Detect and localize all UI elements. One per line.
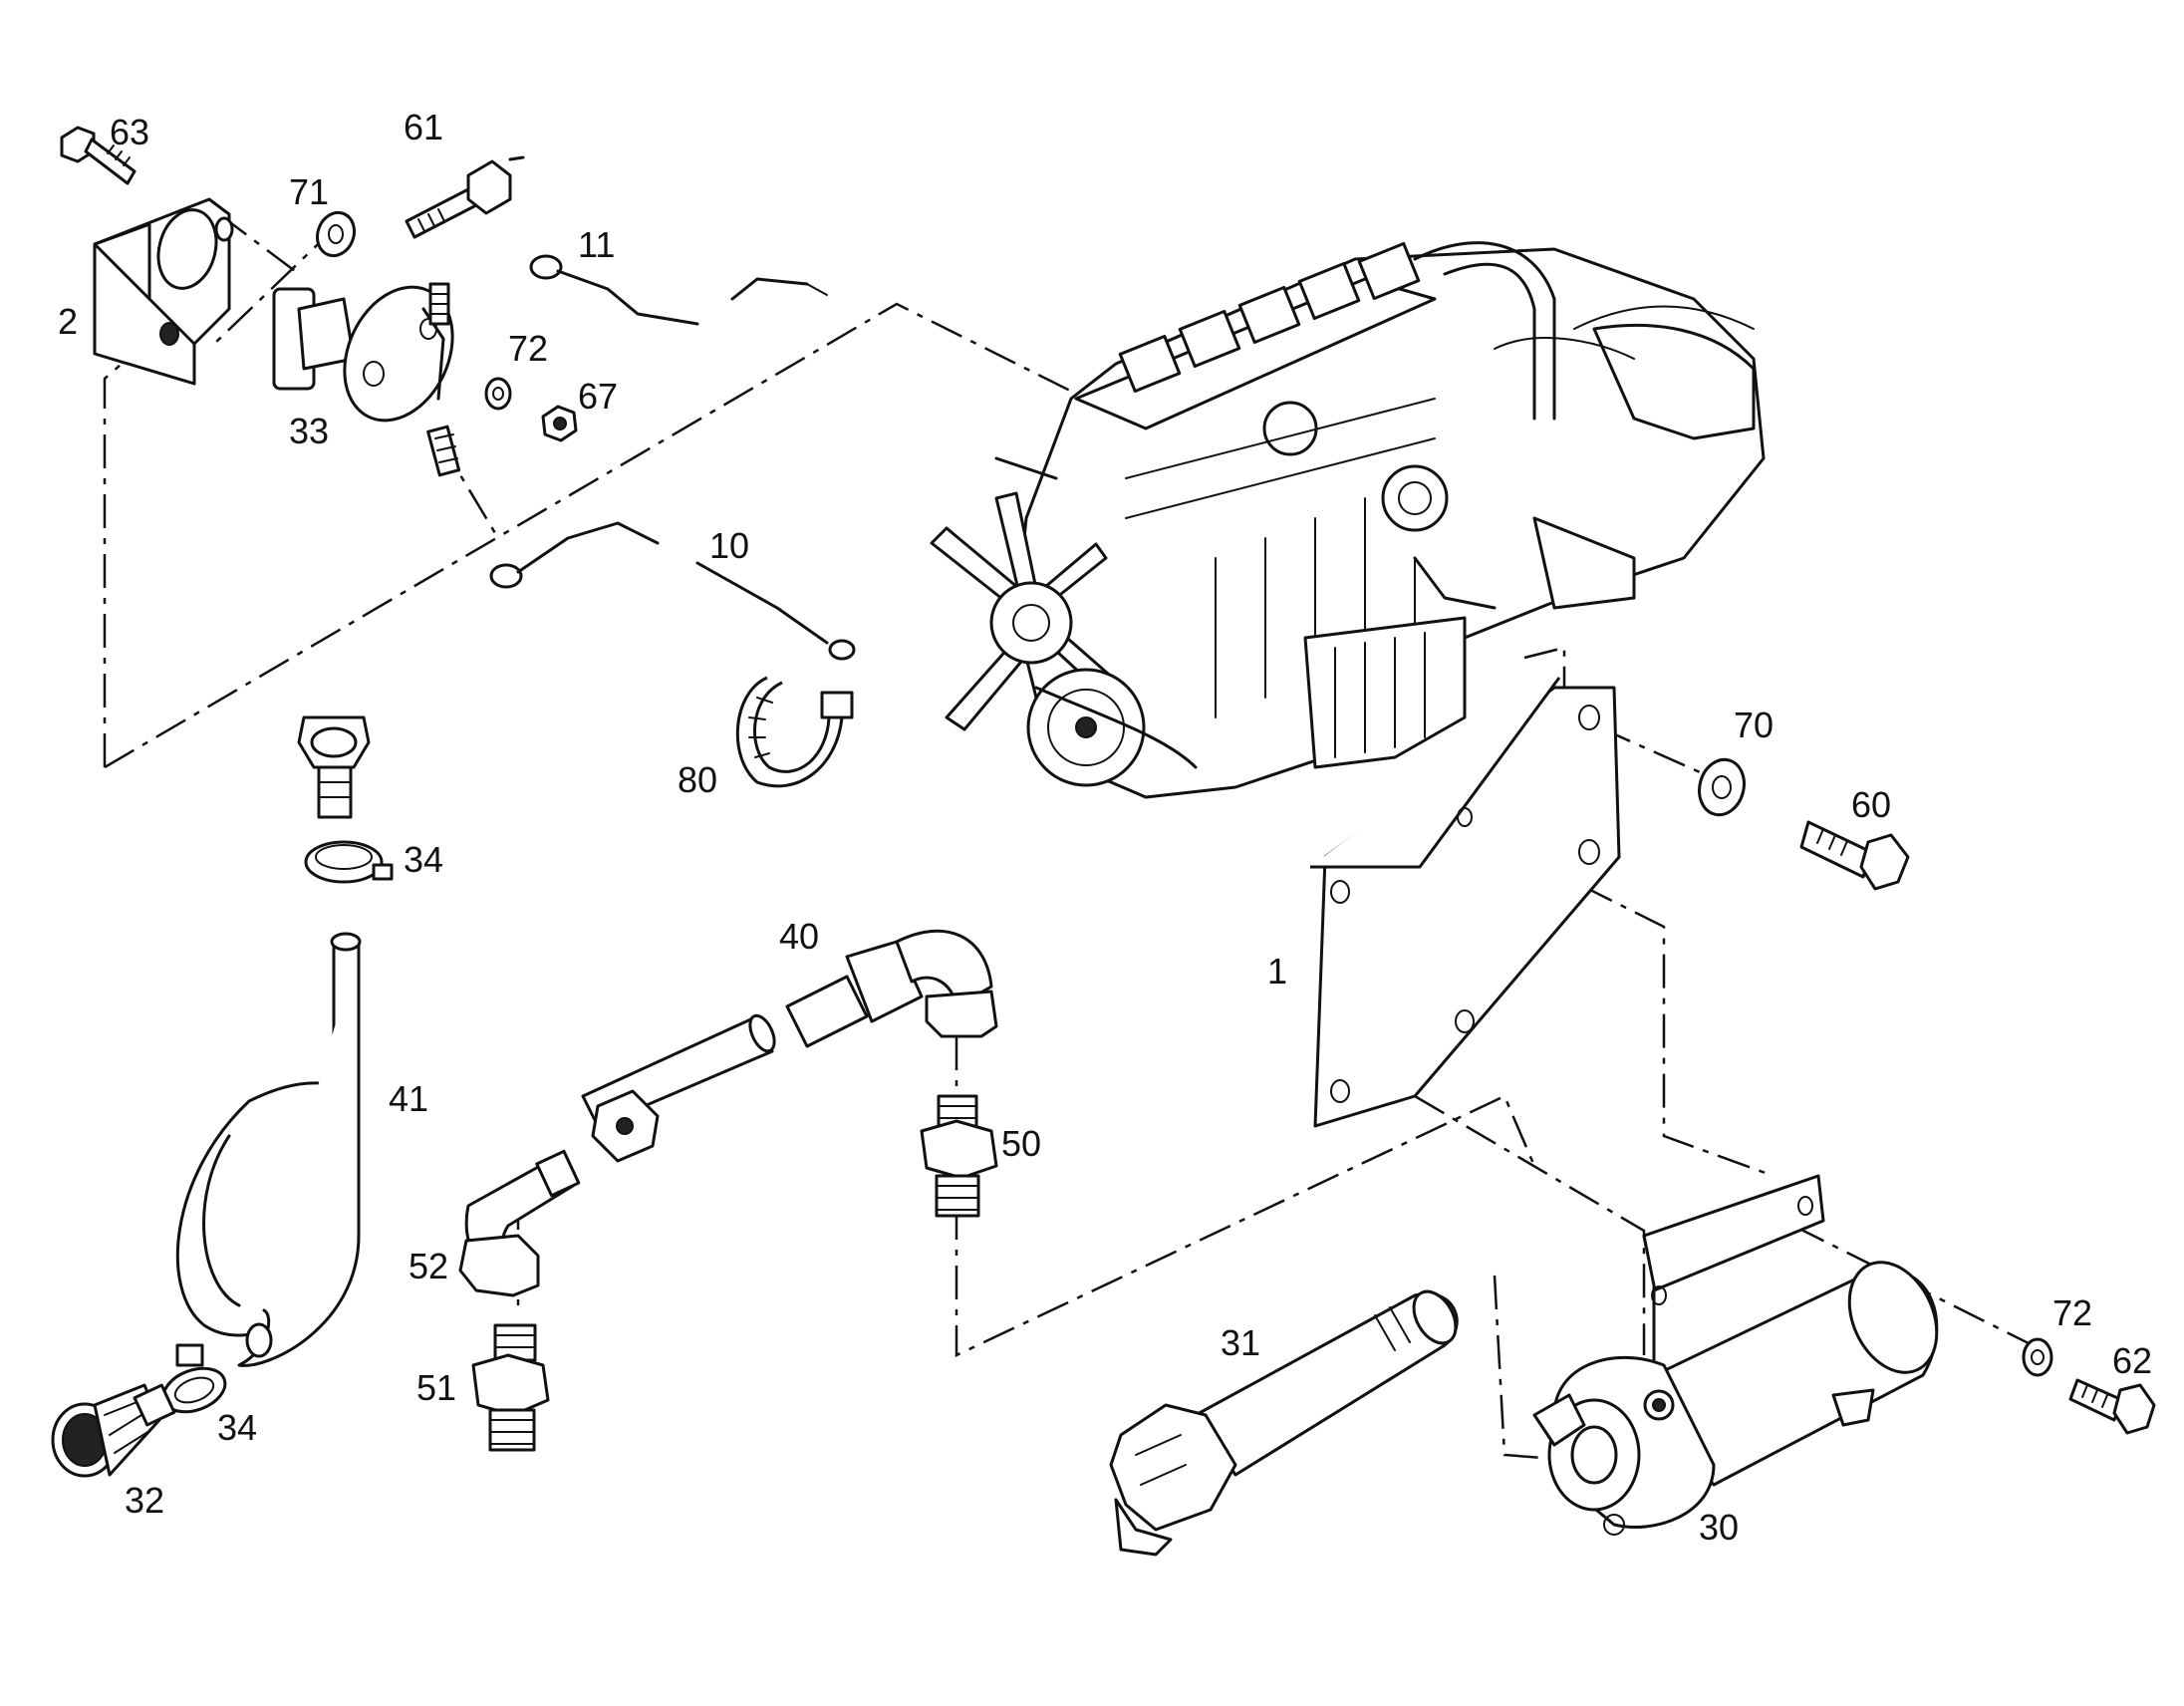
callout-31: 31 [1221, 1322, 1260, 1363]
nut-fitting-center [591, 1089, 660, 1163]
callout-71: 71 [289, 171, 329, 212]
callout-1: 1 [1267, 951, 1287, 992]
hose-40 [581, 929, 998, 1128]
adapter-50 [920, 1094, 998, 1218]
hose-41 [175, 932, 362, 1367]
callout-60: 60 [1851, 784, 1891, 825]
cable-10 [489, 521, 856, 661]
adapter-51 [471, 1323, 550, 1452]
callout-33: 33 [289, 411, 329, 451]
callouts: 63 61 71 2 33 11 72 67 10 80 34 41 34 32… [58, 107, 2152, 1548]
callout-30: 30 [1699, 1507, 1739, 1548]
bracket-part-2 [93, 197, 234, 386]
fan [930, 491, 1110, 731]
quick-coupler-top [297, 715, 371, 819]
callout-32: 32 [125, 1480, 164, 1521]
callout-72-upper: 72 [508, 328, 548, 369]
callout-50: 50 [1001, 1123, 1041, 1164]
bolt-61 [405, 155, 525, 239]
bolt-62 [2068, 1378, 2156, 1435]
cable-11 [529, 254, 828, 326]
washer-71 [315, 210, 357, 258]
hose-clamp-34-lower [161, 1343, 227, 1414]
callout-67: 67 [578, 376, 618, 417]
callout-70: 70 [1734, 705, 1774, 745]
washer-70 [1698, 757, 1746, 817]
callout-51: 51 [416, 1367, 456, 1408]
callout-11: 11 [578, 224, 615, 265]
engine-assembly [930, 241, 1766, 799]
nut-67 [541, 405, 578, 442]
washer-72-lower [2022, 1337, 2053, 1377]
callout-41: 41 [389, 1078, 428, 1119]
callout-72-lower: 72 [2052, 1292, 2092, 1333]
washer-72-upper [484, 377, 512, 411]
callout-61: 61 [404, 107, 443, 147]
callout-34-upper: 34 [404, 839, 443, 880]
strainer-32 [51, 1383, 176, 1478]
callout-40: 40 [779, 916, 819, 957]
pump-30 [1532, 1174, 1939, 1536]
callout-80: 80 [678, 759, 717, 800]
valve-cover-cylinders [1118, 241, 1421, 394]
elbow-52 [458, 1149, 581, 1297]
callout-62: 62 [2112, 1340, 2152, 1381]
callout-52: 52 [409, 1246, 448, 1286]
bolt-60 [1799, 820, 1910, 891]
callout-10: 10 [709, 525, 749, 566]
clamp-80 [735, 676, 854, 788]
callout-63: 63 [110, 112, 149, 152]
callout-2: 2 [58, 301, 78, 342]
adapter-31 [1109, 1289, 1459, 1557]
hose-clamp-34-upper [304, 840, 394, 884]
valve-assembly-33 [272, 282, 461, 477]
bolt-63 [60, 126, 136, 185]
callout-34-lower: 34 [217, 1407, 257, 1448]
mounting-plate-1 [1310, 677, 1621, 1128]
